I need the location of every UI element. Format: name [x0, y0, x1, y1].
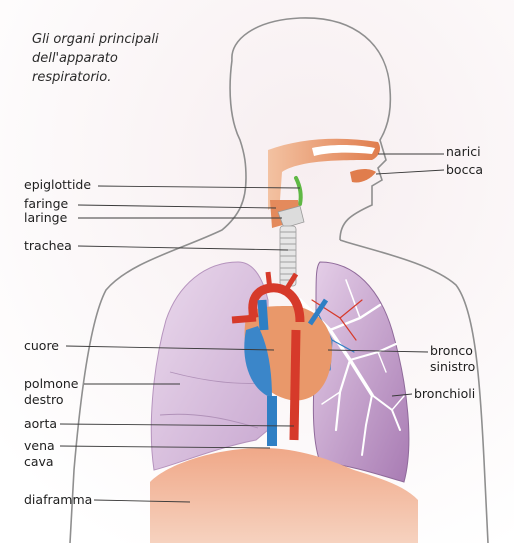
label-bronchioli: bronchioli: [414, 386, 475, 402]
label-vena-line2: cava: [24, 454, 55, 470]
label-vena-line1: vena: [24, 438, 55, 454]
label-polmone-line2: destro: [24, 392, 79, 408]
caption-line-2: dell'apparato: [32, 49, 232, 68]
label-cuore: cuore: [24, 338, 59, 354]
label-diaframma: diaframma: [24, 492, 92, 508]
label-bronco-sinistro: bronco sinistro: [430, 343, 475, 375]
aortic-branch-1: [268, 272, 270, 290]
caption-line-1: Gli organi principali: [32, 30, 232, 49]
vena-cava-superior: [262, 300, 264, 330]
label-bronco-line1: bronco: [430, 343, 475, 359]
label-vena-cava: vena cava: [24, 438, 55, 470]
label-laringe: laringe: [24, 210, 67, 226]
label-polmone-line1: polmone: [24, 376, 79, 392]
label-narici: narici: [446, 144, 481, 160]
pulmonary-artery-left: [232, 318, 256, 320]
figure-caption: Gli organi principali dell'apparato resp…: [32, 30, 232, 87]
label-trachea: trachea: [24, 238, 72, 254]
label-aorta: aorta: [24, 416, 57, 432]
caption-line-3: respiratorio.: [32, 68, 232, 87]
label-bocca: bocca: [446, 162, 483, 178]
descending-aorta: [294, 330, 296, 440]
label-polmone-destro: polmone destro: [24, 376, 79, 408]
label-bronco-line2: sinistro: [430, 359, 475, 375]
label-epiglottide: epiglottide: [24, 177, 91, 193]
